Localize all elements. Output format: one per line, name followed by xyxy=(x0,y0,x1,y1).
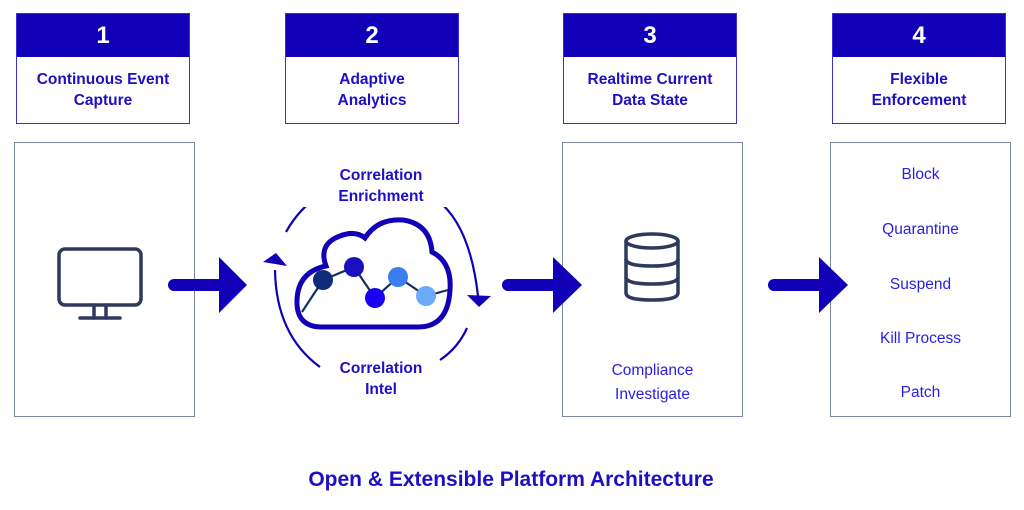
data-state-labels: Compliance Investigate xyxy=(563,359,742,407)
platform-title: Open & Extensible Platform Architecture xyxy=(308,468,714,491)
trend-dot-2 xyxy=(344,257,364,277)
monitor-icon xyxy=(57,247,143,320)
step-2-number: 2 xyxy=(286,14,458,57)
compliance-label: Compliance xyxy=(611,362,694,379)
trend-dot-4 xyxy=(388,267,408,287)
trend-dot-1 xyxy=(313,270,333,290)
cloud-icon xyxy=(294,217,453,330)
event-capture-panel xyxy=(14,142,195,417)
flow-arrow-2 xyxy=(502,257,582,313)
cycle-arrowhead-up xyxy=(263,253,287,266)
data-state-panel: Compliance Investigate xyxy=(562,142,743,417)
trend-dot-5 xyxy=(416,286,436,306)
flow-arrow-3 xyxy=(768,257,848,313)
database-icon xyxy=(624,232,680,302)
action-quarantine: Quarantine xyxy=(882,221,959,238)
action-suspend: Suspend xyxy=(889,276,952,293)
action-block: Block xyxy=(901,166,940,183)
cycle-arrowhead-down xyxy=(467,295,491,307)
enforcement-panel: Block Quarantine Suspend Kill Process Pa… xyxy=(830,142,1011,417)
action-patch: Patch xyxy=(900,384,941,401)
step-4-number: 4 xyxy=(833,14,1005,57)
trend-dot-3 xyxy=(365,288,385,308)
step-3-number: 3 xyxy=(564,14,736,57)
investigate-label: Investigate xyxy=(615,386,690,403)
trend-dots xyxy=(313,257,436,308)
action-kill-process: Kill Process xyxy=(880,330,961,347)
step-1-number: 1 xyxy=(17,14,189,57)
flow-arrow-1 xyxy=(168,257,247,313)
